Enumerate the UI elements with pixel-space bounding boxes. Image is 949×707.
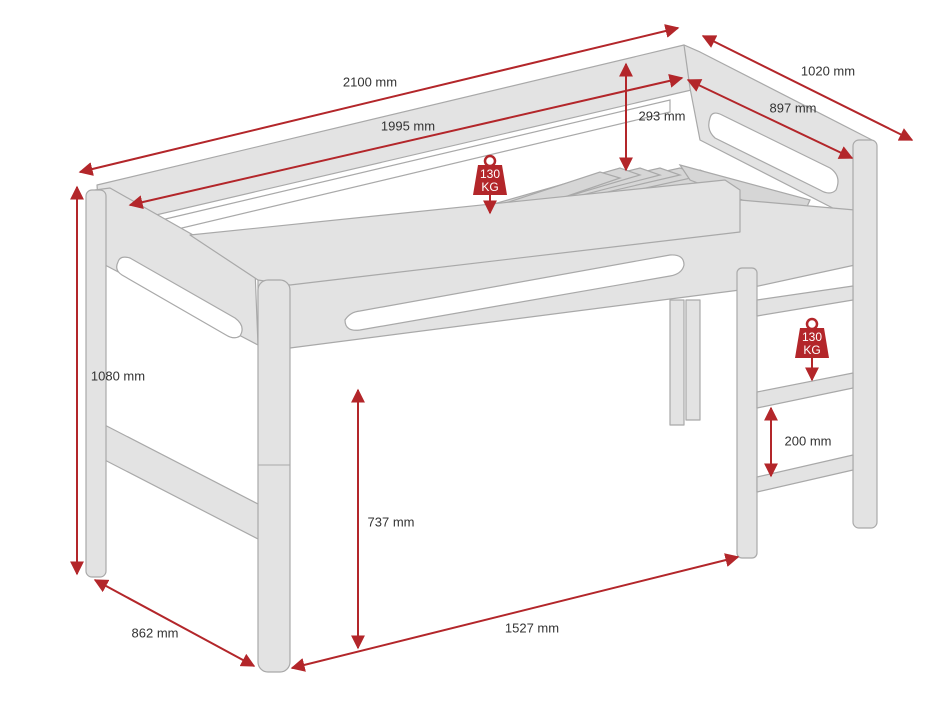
weight-icon: 130 KG — [473, 154, 507, 215]
under-height-label: 737 mm — [367, 514, 415, 530]
rung-spacing-label: 200 mm — [784, 433, 832, 449]
foot-rail-opening — [116, 256, 243, 339]
ladder-rung — [756, 285, 854, 317]
svg-text:130: 130 — [802, 330, 822, 344]
inner-width-label: 897 mm — [769, 100, 817, 116]
ladder-right-rail — [852, 139, 878, 529]
lower-foot-rail — [94, 419, 261, 541]
ladder-left-rail — [736, 267, 758, 559]
front-middle-post — [257, 279, 291, 673]
side-depth-label: 862 mm — [131, 625, 179, 641]
inner-length-label: 1995 mm — [380, 118, 436, 134]
svg-text:KG: KG — [803, 343, 820, 357]
front-rail-opening — [344, 254, 685, 331]
back-leg — [669, 299, 685, 426]
foot-left-post — [85, 189, 107, 578]
total-width-label: 1020 mm — [800, 63, 856, 79]
back-leg — [685, 299, 701, 421]
guard-height-label: 293 mm — [638, 108, 686, 124]
total-length-label: 2100 mm — [342, 74, 398, 90]
weight-icon: 130 KG — [795, 317, 829, 382]
svg-text:130: 130 — [480, 167, 500, 181]
ladder-rung — [756, 454, 854, 493]
total-height-label: 1080 mm — [90, 368, 146, 384]
ladder-rung — [756, 372, 854, 409]
dimension-lines — [70, 24, 914, 672]
svg-text:KG: KG — [481, 180, 498, 194]
leg-span-label: 1527 mm — [504, 620, 560, 636]
